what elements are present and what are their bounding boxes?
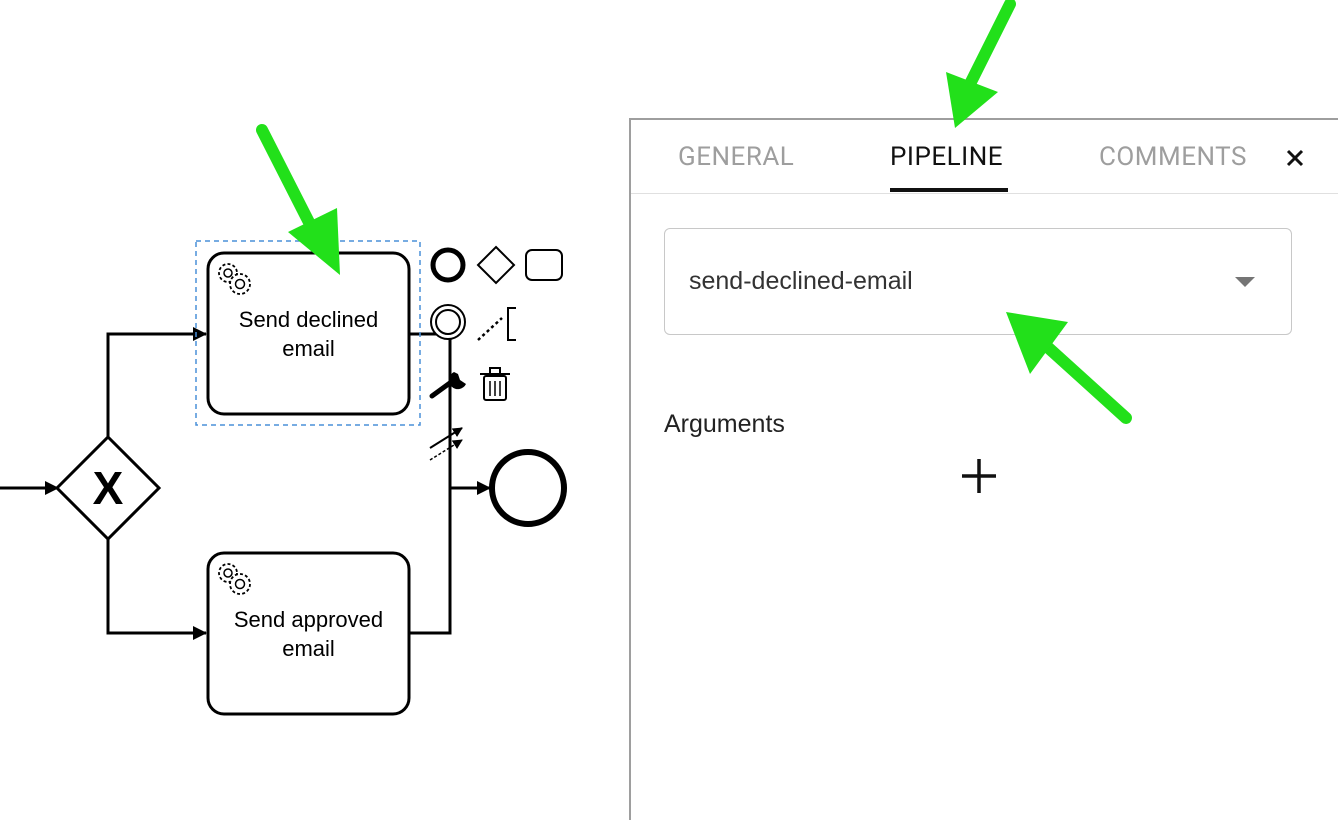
task-icon: [525, 249, 563, 281]
active-tab-indicator: [890, 188, 1008, 192]
trash-icon: [480, 367, 510, 401]
task-send-declined[interactable]: [206, 251, 411, 416]
sequence-flow-approved-to-end: [410, 488, 452, 635]
bpmn-canvas[interactable]: X: [0, 0, 630, 794]
tab-bar: GENERAL PIPELINE COMMENTS: [631, 120, 1338, 194]
exclusive-gateway[interactable]: X: [54, 434, 162, 542]
tab-general[interactable]: GENERAL: [678, 142, 795, 172]
pipeline-select[interactable]: send-declined-email: [664, 228, 1292, 335]
intermediate-event-icon: [430, 304, 466, 340]
sequence-flow-to-declined: [106, 327, 207, 437]
gateway-icon: [476, 245, 516, 285]
tab-pipeline[interactable]: PIPELINE: [890, 142, 1004, 172]
service-task-gear-icon: [218, 563, 251, 595]
task-send-approved[interactable]: [206, 551, 411, 716]
wrench-icon: [429, 372, 466, 399]
sequence-flow-to-approved: [106, 539, 207, 640]
add-argument-button[interactable]: [959, 456, 999, 496]
svg-text:X: X: [93, 462, 124, 514]
text-annotation-icon: [477, 307, 516, 341]
bpmn-diagram: X: [0, 240, 567, 716]
context-pad: [429, 245, 563, 461]
plus-icon: [962, 459, 996, 493]
annotation-arrow-icon: [946, 0, 1016, 128]
close-button[interactable]: [1279, 142, 1311, 174]
connect-icon: [429, 427, 463, 461]
pipeline-select-value: send-declined-email: [689, 267, 913, 295]
properties-panel: GENERAL PIPELINE COMMENTS send-declined-…: [629, 118, 1338, 820]
end-event: [489, 449, 567, 527]
close-icon: [1286, 149, 1304, 167]
arguments-label: Arguments: [664, 410, 785, 438]
tab-comments[interactable]: COMMENTS: [1099, 142, 1247, 172]
end-event-icon: [430, 247, 466, 283]
service-task-gear-icon: [218, 263, 251, 295]
sequence-flow-declined-to-end: [410, 332, 491, 495]
chevron-down-icon: [1235, 277, 1255, 287]
